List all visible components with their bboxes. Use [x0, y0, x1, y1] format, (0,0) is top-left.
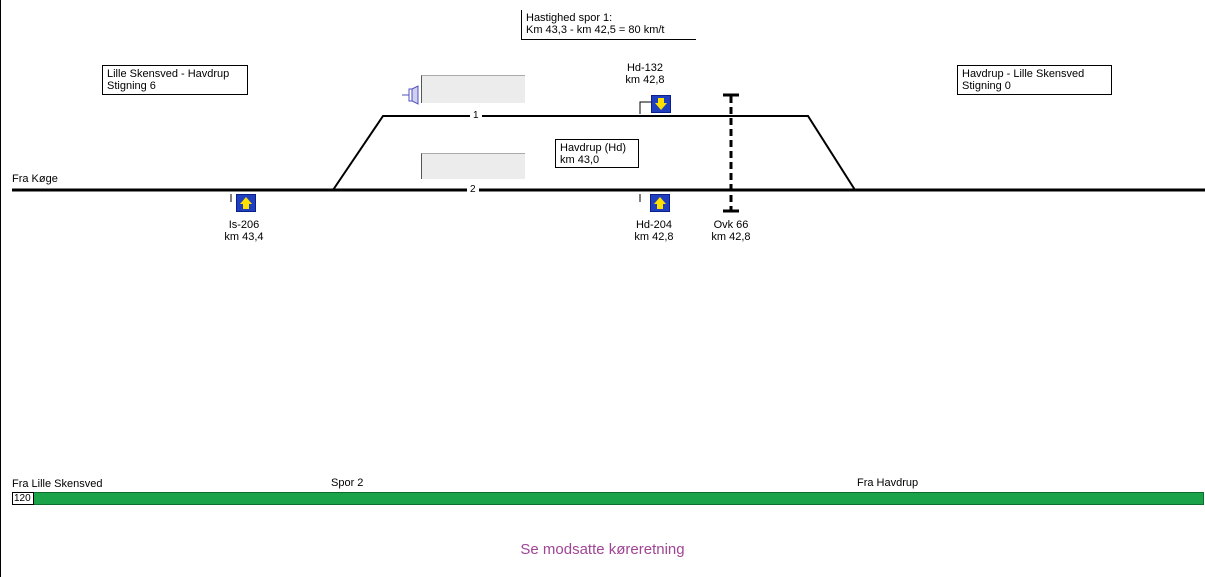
track-number-1: 1 [470, 111, 482, 121]
platform-track-2 [421, 153, 525, 179]
speed-restriction-range: Km 43,3 - km 42,5 = 80 km/t [526, 24, 665, 36]
gradient-left-value: Stigning 6 [107, 80, 156, 92]
signal-hd204-label: Hd-204 km 42,8 [618, 219, 690, 243]
signal-is206-km: km 43,4 [224, 231, 264, 243]
platform-horn-icon [402, 85, 419, 105]
direction-label-fra-koge: Fra Køge [12, 173, 58, 185]
station-km: km 43,0 [560, 154, 600, 166]
direction-label-fra-lille-skensved: Fra Lille Skensved [12, 478, 103, 490]
gradient-box-right: Havdrup - Lille Skensved Stigning 0 [957, 65, 1112, 95]
speed-profile-track-label: Spor 2 [331, 477, 364, 489]
footer-note: Se modsatte køreretning [520, 541, 685, 558]
signal-is206-name: Is-206 [228, 219, 260, 231]
speed-profile-value: 120 [12, 492, 34, 505]
signal-post-hd132 [639, 101, 651, 114]
station-box: Havdrup (Hd) km 43,0 [555, 139, 639, 168]
speed-restriction-box: Hastighed spor 1: Km 43,3 - km 42,5 = 80… [521, 10, 696, 40]
signal-hd204-km: km 42,8 [634, 231, 674, 243]
gradient-right-route: Havdrup - Lille Skensved [962, 68, 1085, 80]
gradient-right-value: Stigning 0 [962, 80, 1011, 92]
gradient-left-route: Lille Skensved - Havdrup [107, 68, 230, 80]
signal-hd132-name: Hd-132 [626, 62, 664, 74]
station-name: Havdrup (Hd) [560, 142, 627, 154]
signal-hd132-km: km 42,8 [625, 74, 665, 86]
level-crossing-label: Ovk 66 km 42,8 [697, 219, 765, 243]
track-number-2: 2 [467, 185, 479, 195]
signal-hd204-arrow-up-icon [650, 194, 670, 212]
signal-is206-label: Is-206 km 43,4 [210, 219, 278, 243]
gradient-box-left: Lille Skensved - Havdrup Stigning 6 [102, 65, 248, 95]
direction-label-fra-havdrup: Fra Havdrup [857, 477, 919, 489]
signal-hd204-name: Hd-204 [635, 219, 673, 231]
speed-restriction-title: Hastighed spor 1: [526, 12, 613, 24]
level-crossing-km: km 42,8 [711, 231, 751, 243]
track-1-line [332, 115, 856, 191]
speed-profile-bar [12, 492, 1204, 505]
platform-track-1 [421, 75, 525, 103]
level-crossing-name: Ovk 66 [713, 219, 749, 231]
signal-hd132-label: Hd-132 km 42,8 [610, 62, 680, 86]
signal-is206-arrow-up-icon [236, 194, 256, 212]
signal-hd132-arrow-down-icon [651, 95, 671, 113]
